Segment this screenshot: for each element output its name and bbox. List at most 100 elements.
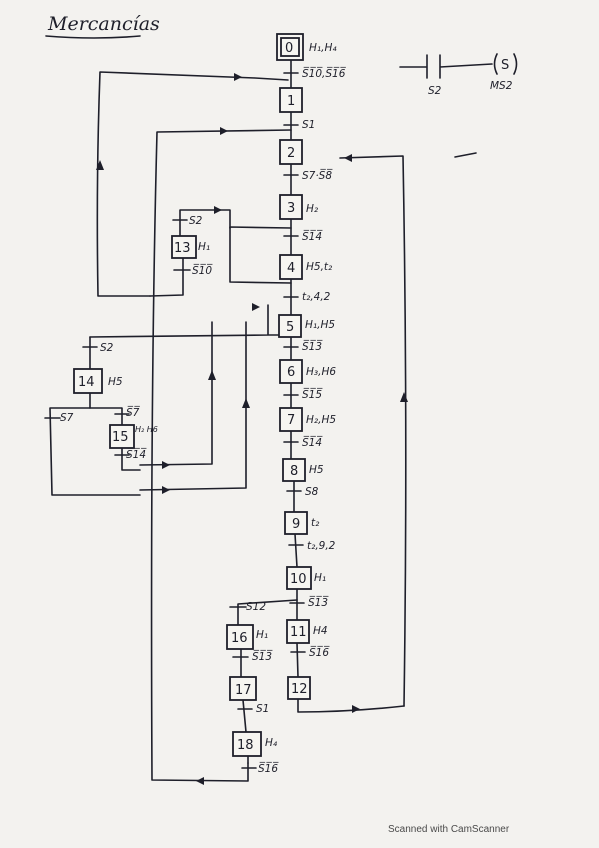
branch-to-13 (179, 209, 231, 237)
branch-at-5 (89, 304, 289, 338)
arrow-up-right-loop (400, 392, 408, 402)
step-2: 2 (279, 139, 303, 165)
transition-4-5-label: t₂,4,2 (302, 291, 331, 303)
arrow-up-mid-1 (208, 370, 216, 380)
step-7-actions: H₂,H5 (306, 414, 336, 426)
step-11: 11 H4 (286, 619, 328, 644)
step-4-number: 4 (287, 261, 295, 276)
step-14-actions: H5 (108, 376, 123, 388)
step-7-number: 7 (287, 413, 295, 428)
transition-15-out-label: S̅1̅4̅ (126, 448, 147, 461)
step-9-actions: t₂ (311, 517, 320, 529)
line-mid-1 (139, 321, 213, 466)
branch-14-left (49, 336, 141, 496)
arrow-right-from-12 (352, 705, 360, 713)
arrow-left-to-2 (344, 154, 352, 162)
step-1-number: 1 (287, 94, 295, 109)
arrow-right-into-5 (252, 303, 260, 311)
step-11-number: 11 (290, 625, 307, 640)
step-17: 17 (229, 676, 257, 701)
arrow-right-mid-1 (162, 461, 170, 469)
step-9-number: 9 (292, 517, 300, 532)
step-2-number: 2 (287, 146, 295, 161)
step-9: 9 t₂ (284, 511, 320, 535)
step-8-number: 8 (290, 464, 298, 479)
transition-8-9-label: S8 (305, 486, 319, 498)
arrow-right-top-loop (220, 127, 228, 135)
transition-5-14-label: S2 (100, 342, 114, 354)
step-4: 4 H5,t₂ (279, 254, 333, 280)
step-13-actions: H₁ (198, 241, 210, 253)
step-18: 18 H₄ (232, 731, 278, 757)
step-6-actions: H₃,H6 (306, 366, 336, 378)
transition-1-2-label: S1 (302, 119, 315, 131)
contact-label: S2 (428, 85, 442, 97)
coil-letter: S (501, 58, 509, 73)
step-13: 13 H₁ (171, 235, 210, 259)
transition-3-13-label: S2 (189, 215, 203, 227)
step-6: 6 H₃,H6 (279, 359, 336, 384)
branch-3-4 (229, 226, 292, 284)
step-14-number: 14 (78, 375, 95, 390)
transition-5-6-label: S̅1̅3̅ (302, 340, 323, 353)
ladder-rung: S S2 MS2 (399, 53, 518, 158)
step-5-number: 5 (286, 320, 294, 335)
transition-2-3-label: S7·S̅8̅ (302, 169, 333, 182)
transition-10-11-label: S̅1̅3̅ (308, 596, 329, 609)
step-11-actions: H4 (313, 625, 328, 637)
step-3-number: 3 (287, 201, 295, 216)
transition-ticks (44, 72, 306, 769)
step-17-number: 17 (235, 683, 252, 698)
step-0-number: 0 (285, 41, 293, 56)
step-13-number: 13 (174, 241, 191, 256)
step-5-actions: H₁,H5 (305, 319, 335, 331)
branch-10-16 (237, 599, 298, 764)
step-15: 15 H₂ H6 (109, 424, 158, 449)
transition-11-12-label: S̅1̅6̅ (309, 646, 330, 659)
arrow-left-bottom-loop (196, 777, 204, 785)
arrow-right-to-1 (234, 73, 242, 81)
step-4-actions: H5,t₂ (306, 261, 333, 273)
transition-3-4-label: S̅1̅4̅ (302, 230, 323, 243)
step-10-actions: H₁ (314, 572, 326, 584)
step-15-actions: H₂ H6 (135, 425, 158, 434)
step-5: 5 H₁,H5 (278, 314, 335, 338)
arrow-right-mid-2 (162, 486, 170, 494)
arrow-up-mid-2 (242, 398, 250, 408)
scanner-watermark: Scanned with CamScanner (388, 824, 510, 835)
transition-14-s7-label: S7 (60, 412, 74, 424)
step-16-actions: H₁ (256, 629, 268, 641)
step-0-actions: H₁,H₄ (309, 42, 337, 54)
arrow-up-left-loop (96, 160, 104, 170)
step-18-number: 18 (237, 738, 254, 753)
step-8: 8 H5 (282, 458, 324, 482)
transition-18-end-label: S̅1̅6̅ (258, 762, 279, 775)
title-underline (45, 35, 141, 39)
step-10-number: 10 (290, 572, 307, 587)
transition-14-15-label: S̅7̅ (126, 406, 141, 419)
step-14: 14 H5 (73, 368, 123, 394)
return-loop-to-1 (96, 71, 289, 297)
coil-label: MS2 (490, 80, 513, 92)
step-18-actions: H₄ (265, 737, 278, 749)
transition-6-7-label: S̅1̅5̅ (302, 388, 323, 401)
transition-13-out-label: S̅1̅0̅ (192, 264, 213, 277)
transition-7-8-label: S̅1̅4̅ (302, 436, 323, 449)
step-3-actions: H₂ (306, 203, 319, 215)
step-7: 7 H₂,H5 (279, 407, 336, 432)
step-6-number: 6 (287, 365, 295, 380)
transition-17-18-label: S1 (256, 703, 269, 715)
line-mid-2 (139, 321, 247, 491)
step-1: 1 (279, 87, 303, 113)
transition-9-10-label: t₂,9,2 (307, 540, 336, 552)
step-12-number: 12 (291, 682, 308, 697)
transition-0-1-label: S̅1̅0̅,S̅1̅6̅ (302, 67, 347, 80)
arrow-branch-13 (214, 206, 222, 214)
transition-16-17-label: S̅1̅3̅ (252, 650, 273, 663)
step-3: 3 H₂ (279, 194, 319, 220)
step-16-number: 16 (231, 631, 248, 646)
return-loop-12-to-2 (339, 155, 407, 707)
transition-10-16-label: S12 (246, 601, 266, 613)
